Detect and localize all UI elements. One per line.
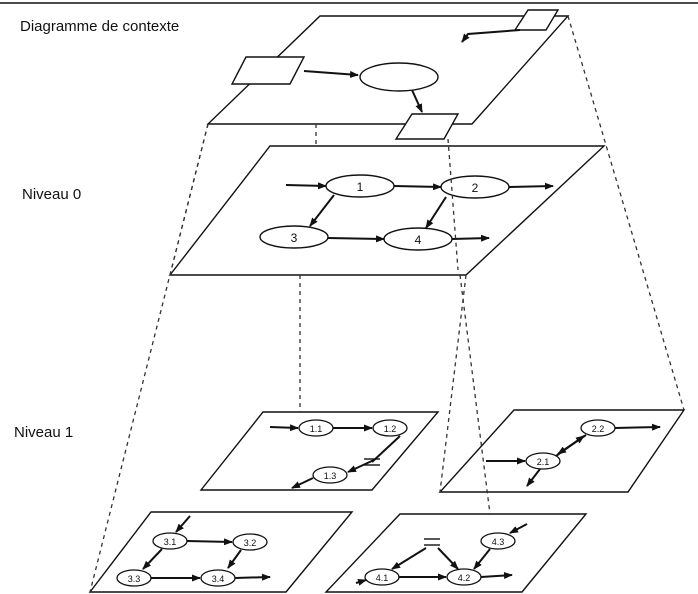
level1-plane-2 <box>438 409 686 493</box>
projection-line <box>169 123 209 276</box>
level1-process-1-3 <box>312 466 348 484</box>
level1-label: Niveau 1 <box>14 424 74 441</box>
level1-flow <box>509 523 528 534</box>
context-plane <box>206 9 570 140</box>
label-p4: 4 <box>415 233 422 247</box>
level0-flow-1-2 <box>393 183 442 191</box>
level1-flow <box>371 435 401 463</box>
level1-process-4-3 <box>480 532 516 550</box>
level0-label: Niveau 0 <box>22 186 82 203</box>
node-labels: 1 2 3 4 1.1 1.2 1.3 2.1 2.2 3.1 3.2 3.3 … <box>128 180 605 584</box>
level0-plane <box>168 145 606 276</box>
label-p43: 4.3 <box>492 537 505 547</box>
decomposition-lines <box>89 15 685 593</box>
level1-flow <box>269 424 299 432</box>
level0-flow-4-out <box>451 234 490 242</box>
projection-line <box>567 15 685 411</box>
level1-process-1-2 <box>372 419 408 437</box>
level0-flow-3-4 <box>327 235 385 243</box>
level1-flow <box>526 468 541 487</box>
label-p22: 2.2 <box>592 424 605 434</box>
context-diagram-label: Diagramme de contexte <box>20 18 180 35</box>
level1-plane-3 <box>88 511 354 593</box>
context-external-entity-top <box>513 9 560 31</box>
label-p34: 3.4 <box>212 574 225 584</box>
context-flow-in <box>303 70 359 78</box>
context-external-entity-bottom <box>394 113 460 140</box>
level1-flow <box>227 549 242 569</box>
level0-flow-2-out <box>508 182 554 190</box>
label-p42: 4.2 <box>458 573 471 583</box>
label-p31: 3.1 <box>164 537 177 547</box>
label-p33: 3.3 <box>128 574 141 584</box>
level1-flow <box>355 578 367 586</box>
level1-process-2-1 <box>525 452 561 470</box>
level1-plane-4 <box>324 513 588 593</box>
label-p11: 1.1 <box>310 424 323 434</box>
level1-process-3-2 <box>232 533 268 551</box>
label-p2: 2 <box>472 181 479 195</box>
level1-flow <box>142 548 163 570</box>
label-p32: 3.2 <box>244 538 257 548</box>
level0-flow-in-1 <box>285 182 327 190</box>
label-p3: 3 <box>291 231 298 245</box>
level1-flow <box>391 547 427 570</box>
context-flow-from-top <box>461 29 521 43</box>
level1-flow <box>291 477 314 489</box>
label-p41: 4.1 <box>376 573 389 583</box>
level1-flow <box>437 547 459 570</box>
level1-flow <box>347 459 375 473</box>
projection-line <box>439 274 467 493</box>
label-p13: 1.3 <box>324 471 337 481</box>
label-p12: 1.2 <box>384 424 397 434</box>
projection-line <box>89 123 209 593</box>
label-p1: 1 <box>357 180 364 194</box>
level1-flow <box>234 573 271 581</box>
level1-flow <box>480 572 513 580</box>
context-external-entity-left <box>230 56 306 85</box>
level0-flow-1-3 <box>309 194 335 227</box>
label-p21: 2.1 <box>537 457 550 467</box>
context-process <box>359 62 439 92</box>
level0-flow-2-4 <box>425 196 447 229</box>
context-flow-out <box>411 89 423 113</box>
level1-flow <box>614 423 661 431</box>
projection-line <box>459 274 491 515</box>
level1-flow <box>473 548 491 570</box>
level1-plane-1 <box>199 411 440 491</box>
level0-process-3 <box>259 225 329 249</box>
level1-flow <box>555 435 585 457</box>
level1-flow <box>175 515 191 533</box>
level1-flow <box>186 538 233 546</box>
projection-line <box>447 138 459 271</box>
